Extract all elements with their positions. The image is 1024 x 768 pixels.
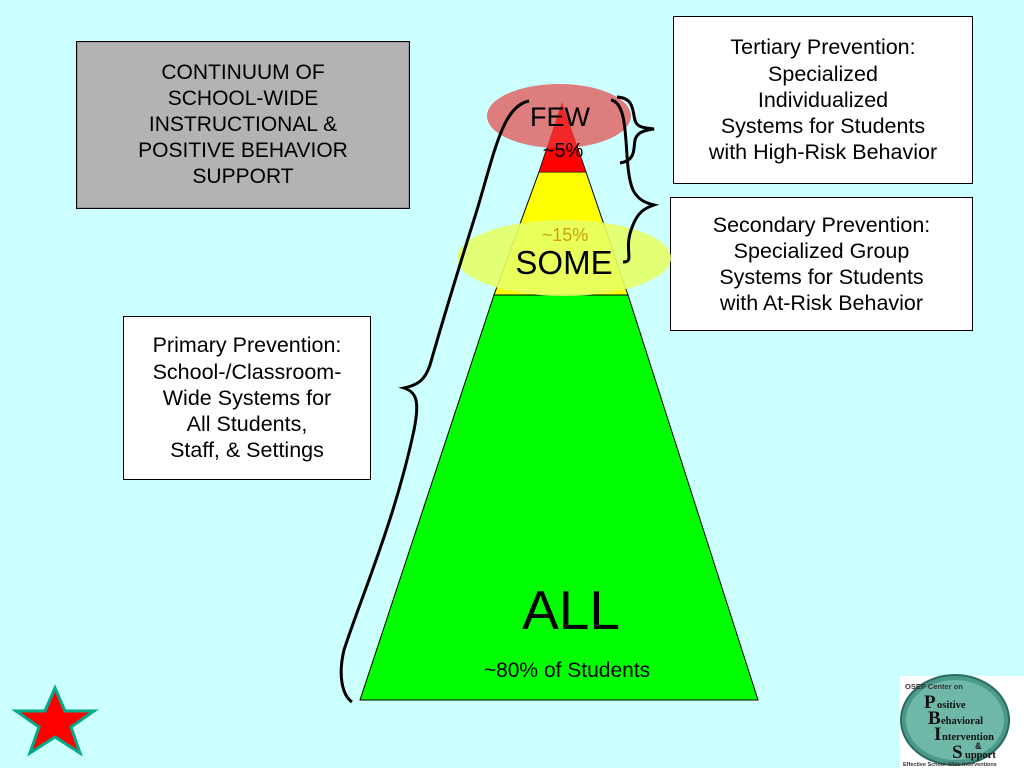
primary-prevention-text: Primary Prevention: School-/Classroom- W… bbox=[152, 333, 342, 463]
some-percent: ~15% bbox=[542, 225, 589, 245]
some-highlight-ellipse bbox=[457, 220, 671, 296]
all-percent: ~80% of Students bbox=[484, 659, 650, 682]
primary-brace bbox=[339, 99, 530, 704]
logo-ampersand: & bbox=[975, 741, 982, 751]
few-label: FEW bbox=[530, 102, 591, 132]
secondary-brace bbox=[610, 98, 660, 264]
star-icon bbox=[11, 684, 99, 757]
title-text: CONTINUUM OF SCHOOL-WIDE INSTRUCTIONAL &… bbox=[138, 61, 348, 188]
logo-letter-p: P bbox=[924, 692, 936, 713]
secondary-prevention-text: Secondary Prevention: Specialized Group … bbox=[712, 212, 931, 316]
primary-prevention-box: Primary Prevention: School-/Classroom- W… bbox=[123, 316, 371, 480]
logo-word-intervention: ntervention bbox=[942, 732, 994, 743]
logo-footer: Effective School-Wide Interventions bbox=[903, 762, 997, 768]
some-label: SOME bbox=[515, 244, 612, 281]
tier-few-overlay bbox=[539, 103, 586, 172]
tertiary-brace bbox=[616, 95, 655, 165]
tertiary-prevention-text: Tertiary Prevention: Specialized Individ… bbox=[708, 35, 938, 165]
logo-letter-i: I bbox=[934, 724, 941, 745]
logo-word-behavioral: ehavioral bbox=[941, 716, 983, 727]
pbis-logo: OSEP Center on P ositive B ehavioral I n… bbox=[900, 674, 1024, 768]
title-box: CONTINUUM OF SCHOOL-WIDE INSTRUCTIONAL &… bbox=[76, 41, 410, 209]
secondary-prevention-box: Secondary Prevention: Specialized Group … bbox=[670, 197, 973, 331]
few-percent: ~5% bbox=[543, 140, 584, 162]
logo-letter-s: S bbox=[952, 742, 963, 763]
logo-letter-b: B bbox=[928, 708, 941, 729]
logo-header: OSEP Center on bbox=[905, 682, 963, 691]
tertiary-prevention-box: Tertiary Prevention: Specialized Individ… bbox=[673, 16, 973, 184]
all-label: ALL bbox=[522, 579, 620, 641]
logo-word-support: upport bbox=[965, 750, 996, 761]
logo-word-positive: ositive bbox=[937, 700, 966, 711]
